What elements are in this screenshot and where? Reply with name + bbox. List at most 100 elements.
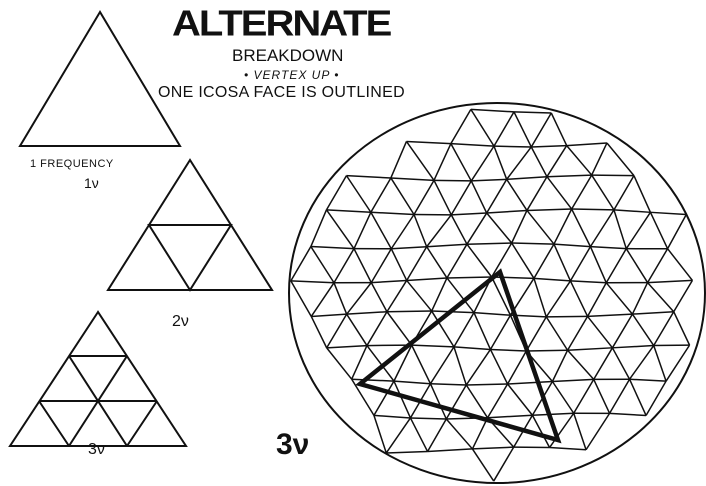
dome-edge — [674, 312, 690, 345]
dome-edge — [666, 345, 690, 381]
dome-edge — [451, 181, 471, 215]
frequency-2-label: 2ν — [172, 313, 189, 331]
dome-edge — [674, 280, 693, 311]
dome-edge — [326, 210, 370, 212]
dome-edge — [451, 109, 471, 143]
dome-edge — [551, 113, 566, 146]
dome-edge — [467, 243, 512, 244]
dome-edge — [487, 213, 512, 243]
dome-edge — [531, 113, 551, 147]
dome-edge — [406, 141, 450, 143]
dome-edge — [588, 314, 633, 316]
dome-edge — [428, 419, 447, 452]
dome-edge — [567, 143, 607, 146]
dome-edge — [427, 215, 452, 247]
dome-edge — [430, 384, 446, 419]
dome-edge — [466, 384, 507, 385]
dome-edge — [346, 176, 370, 213]
dome-edge — [512, 243, 534, 278]
dome-edge — [612, 346, 653, 348]
dome-edge — [352, 379, 394, 381]
dome-edge — [430, 347, 454, 384]
dome-edge — [391, 178, 434, 180]
dome-edge — [526, 350, 567, 351]
dome-edge — [447, 244, 467, 278]
dome-edge — [430, 384, 466, 385]
dome-edge — [668, 215, 687, 249]
dome-edge — [508, 382, 553, 385]
dome-edge — [291, 281, 311, 317]
dome-edge — [592, 175, 614, 210]
dome-edge — [492, 277, 534, 278]
dome-edge — [490, 315, 510, 349]
dome-edge — [394, 381, 430, 384]
dome-edge — [531, 147, 547, 177]
dome-edge — [311, 247, 354, 249]
dome-edge — [590, 247, 626, 249]
dome-edge — [472, 449, 493, 481]
dome-edge — [572, 209, 591, 247]
dome-edge — [334, 283, 347, 314]
dome-edge — [612, 348, 629, 379]
dome-edge — [327, 346, 367, 348]
dome-edge — [311, 247, 334, 283]
frequency-3-label: 3ν — [88, 441, 105, 459]
dome-edge — [391, 178, 414, 215]
dome-edge — [547, 177, 572, 209]
dome-edge — [494, 447, 514, 481]
dome-edge — [327, 348, 352, 379]
dome-edge — [347, 314, 367, 345]
dome-edge — [371, 212, 391, 248]
dome-edge — [494, 112, 514, 146]
dome-edge — [648, 283, 674, 312]
dome-edge — [574, 413, 586, 450]
dome-edge — [334, 249, 354, 283]
dome-edge — [612, 314, 632, 348]
dome-edge — [508, 384, 533, 415]
dome-edge — [466, 349, 490, 385]
dome-edge — [427, 244, 467, 247]
dome-edge — [451, 215, 467, 244]
dome-edge — [387, 312, 412, 345]
dome-edge — [391, 215, 414, 249]
dome-frequency-label: 3ν — [276, 428, 309, 462]
dome-edge — [507, 179, 527, 210]
dome-edge — [467, 213, 487, 244]
dome-edge — [568, 350, 594, 379]
dome-edge — [354, 212, 371, 248]
dome-edge — [586, 413, 610, 449]
dome-edge — [570, 281, 606, 283]
dome-edge — [514, 112, 531, 147]
dome-edge — [590, 210, 614, 247]
frequency-1-caption: 1 FREQUENCY — [30, 158, 114, 170]
dome-edge — [594, 348, 613, 380]
dome-edge — [572, 175, 592, 209]
dome-edge — [354, 249, 371, 283]
dome-edge — [428, 449, 473, 452]
dome-edge — [570, 281, 587, 317]
dome-edge — [447, 277, 492, 278]
dome-edge — [387, 311, 432, 312]
dome-edge — [410, 418, 446, 419]
dome-edge — [488, 384, 508, 418]
dome-edge — [407, 247, 427, 281]
dome-edge — [471, 109, 514, 112]
dome-edge — [311, 314, 346, 316]
vertex-up-note: • VERTEX UP • — [244, 68, 339, 82]
dome-edge — [531, 146, 566, 147]
dome-edge — [546, 281, 570, 317]
dome-edge — [550, 448, 586, 450]
dome-edge — [632, 283, 647, 315]
geodesic-dome — [289, 103, 705, 483]
dome-edge — [374, 381, 394, 415]
dome-edge — [414, 180, 434, 214]
triangle-3-frequency — [10, 312, 186, 446]
dome-edge — [606, 283, 632, 314]
dome-edge — [507, 147, 532, 179]
dome-edge — [474, 313, 490, 350]
diagram-title: ALTERNATE — [172, 4, 390, 45]
dome-edge — [547, 146, 567, 177]
dome-edge — [434, 180, 451, 215]
dome-edge — [588, 316, 613, 347]
